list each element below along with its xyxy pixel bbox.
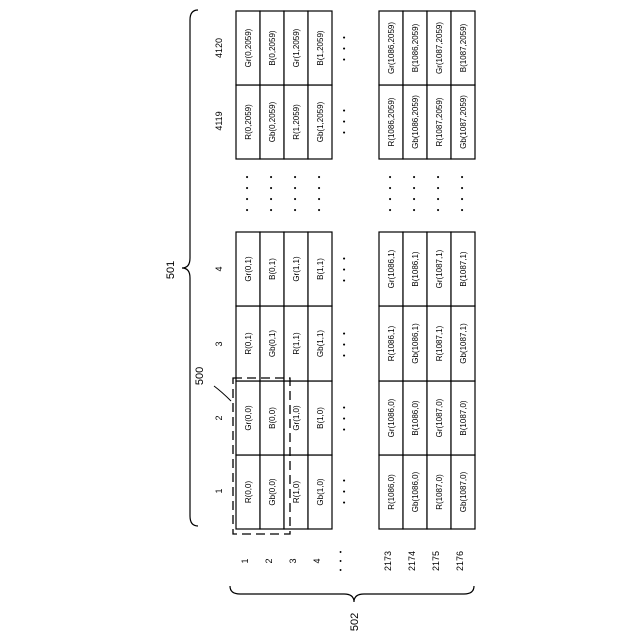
pixel-label: Gb(0,2059) [268, 101, 277, 142]
pixel-label: Gr(1086,1) [387, 249, 396, 288]
ellipsis: ・・・ [340, 475, 351, 508]
ellipsis: ・・・ [340, 32, 351, 65]
block-top-left: R(0,0) Gr(0,0) R(0,1) Gr(0,1) Gb(0,0) B(0,0) G… [236, 232, 332, 529]
column-number: 3 [214, 341, 224, 346]
pixel-label: R(1087,2059) [435, 97, 444, 146]
pixel-label: R(1086,2059) [387, 97, 396, 146]
block-top-right: R(0,2059) Gr(0,2059) Gb(0,2059) B(0,2059) R(… [236, 11, 332, 159]
pixel-label: Gb(1086,1) [411, 323, 420, 364]
ellipsis: ・・・ [340, 105, 351, 138]
pixel-label: Gr(1,1) [292, 256, 301, 282]
row-ellipsis: ・・・ ・・・ ・・・ ・・・ ・・・ ・・・ [340, 32, 351, 508]
row-number: 3 [288, 558, 298, 563]
pixel-label: R(1,1) [292, 332, 301, 355]
pixel-label: B(1,0) [316, 407, 325, 429]
pixel-label: Gb(1087,2059) [459, 95, 468, 149]
pixel-label: R(0,2059) [244, 104, 253, 140]
unit-block-leader-line [214, 386, 231, 401]
pixel-label: B(0,0) [268, 407, 277, 429]
pixel-label: B(0,2059) [268, 30, 277, 65]
pixel-label: R(1,0) [292, 481, 301, 504]
pixel-label: Gr(0,2059) [244, 28, 253, 67]
pixel-label: Gr(1086,2059) [387, 22, 396, 74]
pixel-label: Gb(1086,2059) [411, 95, 420, 149]
pixel-label: Gb(1086,0) [411, 471, 420, 512]
pixel-label: Gr(0,0) [244, 405, 253, 431]
ellipsis: ・・・・ [458, 171, 469, 215]
column-brace [182, 10, 198, 526]
row-number: 2175 [431, 551, 441, 571]
ellipsis: ・・・ [340, 328, 351, 361]
ellipsis: ・・・・ [267, 171, 278, 215]
column-number: 4119 [214, 111, 224, 130]
column-number: 4120 [214, 38, 224, 58]
pixel-label: B(1,1) [316, 258, 325, 280]
pixel-label: Gb(1,1) [316, 330, 325, 357]
ellipsis: ・・・・ [410, 171, 421, 215]
row-numbers: 1 2 3 4 ・・・ 2173 2174 2175 2176 [240, 547, 465, 574]
row-number: 4 [312, 558, 322, 563]
column-numbers: 1 2 3 4 4119 4120 [214, 38, 224, 494]
pixel-tables: R(0,0) Gr(0,0) R(0,1) Gr(0,1) Gb(0,0) B(0,0) G… [236, 11, 475, 529]
pixel-label: Gb(0,0) [268, 478, 277, 505]
pixel-label: R(1087,0) [435, 474, 444, 510]
pixel-label: B(0,1) [268, 258, 277, 280]
pixel-label: B(1087,1) [459, 251, 468, 286]
pixel-label: B(1086,1) [411, 251, 420, 286]
ellipsis: ・・・・ [315, 171, 326, 215]
ellipsis: ・・・・ [386, 171, 397, 215]
pixel-label: R(0,0) [244, 481, 253, 504]
row-number: 1 [240, 558, 250, 563]
pixel-label: Gb(0,1) [268, 330, 277, 357]
column-number: 1 [214, 488, 224, 493]
row-number: 2 [264, 558, 274, 563]
pixel-label: R(1087,1) [435, 325, 444, 361]
pixel-label: Gr(1086,0) [387, 398, 396, 437]
row-number: 2176 [455, 551, 465, 571]
pixel-label: B(1087,2059) [459, 23, 468, 72]
pixel-label: R(1,2059) [292, 104, 301, 140]
pixel-label: Gb(1087,0) [459, 471, 468, 512]
pixel-label: R(0,1) [244, 332, 253, 355]
pixel-label: B(1,2059) [316, 30, 325, 65]
row-brace-label: 502 [349, 613, 361, 631]
pixel-label: B(1086,2059) [411, 23, 420, 72]
unit-block-label: 500 [194, 367, 206, 385]
pixel-label: Gr(1,0) [292, 405, 301, 431]
pixel-label: Gr(1087,1) [435, 249, 444, 288]
pixel-label: Gr(1087,0) [435, 398, 444, 437]
pixel-label: R(1086,0) [387, 474, 396, 510]
row-number-ellipsis: ・・・ [336, 547, 346, 574]
column-brace-label: 501 [165, 261, 177, 279]
ellipsis: ・・・ [340, 402, 351, 435]
pixel-label: B(1086,0) [411, 400, 420, 435]
ellipsis: ・・・・ [243, 171, 254, 215]
block-bottom-left: R(1086,0) Gr(1086,0) R(1086,1) Gr(1086,1) Gb… [379, 232, 475, 529]
ellipsis: ・・・ [340, 253, 351, 286]
row-number: 2174 [407, 551, 417, 571]
column-ellipsis: ・・・・ ・・・・ ・・・・ ・・・・ ・・・・ ・・・・ ・・・・ ・・・・ [243, 171, 469, 215]
pixel-label: Gr(0,1) [244, 256, 253, 282]
pixel-label: B(1087,0) [459, 400, 468, 435]
ellipsis: ・・・・ [434, 171, 445, 215]
row-brace [230, 586, 474, 602]
pixel-label: Gb(1,2059) [316, 101, 325, 142]
pixel-label: Gb(1087,1) [459, 323, 468, 364]
pixel-label: Gb(1,0) [316, 478, 325, 505]
block-bottom-right: R(1086,2059) Gr(1086,2059) Gb(1086,2059) B(… [379, 11, 475, 159]
row-number: 2173 [383, 551, 393, 571]
column-number: 2 [214, 415, 224, 420]
pixel-label: Gr(1087,2059) [435, 22, 444, 74]
pixel-label: R(1086,1) [387, 325, 396, 361]
pixel-label: Gr(1,2059) [292, 28, 301, 67]
column-number: 4 [214, 266, 224, 271]
ellipsis: ・・・・ [291, 171, 302, 215]
